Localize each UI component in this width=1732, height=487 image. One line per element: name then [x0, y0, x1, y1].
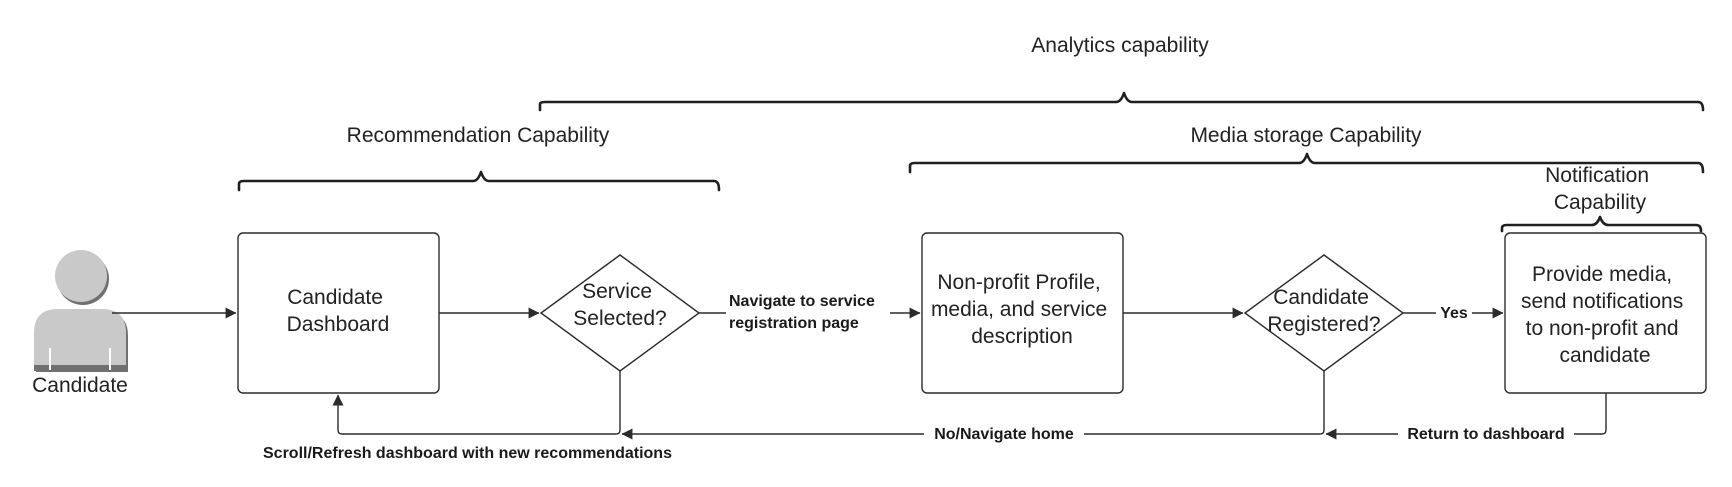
recommendation-capability-label: Recommendation Capability: [347, 124, 610, 147]
provide-media-label: Provide media, send notifications to non…: [1521, 263, 1689, 367]
analytics-brace: [538, 91, 1705, 112]
analytics-capability-label: Analytics capability: [1031, 34, 1209, 57]
service-selected-label: Service Selected?: [573, 280, 666, 330]
yes-edge-label: Yes: [1440, 305, 1468, 322]
return-to-dashboard-arrow: [1325, 393, 1607, 440]
notification-brace: [1500, 215, 1703, 233]
candidate-dashboard-label: Candidate Dashboard: [287, 286, 390, 336]
return-to-dashboard-label: Return to dashboard: [1407, 426, 1564, 443]
navigate-edge-label: Navigate to service registration page: [729, 293, 879, 332]
scroll-refresh-label: Scroll/Refresh dashboard with new recomm…: [263, 445, 672, 462]
recommendation-brace: [237, 170, 721, 192]
candidate-actor-icon: [34, 250, 128, 372]
provide-media-box: [1504, 232, 1707, 394]
notification-capability-label: Notification Capability: [1545, 164, 1655, 214]
no-navigate-home-arrow: [621, 371, 1325, 440]
candidate-actor-label: Candidate: [32, 374, 128, 397]
scroll-refresh-arrow: [332, 371, 621, 435]
no-navigate-home-label: No/Navigate home: [934, 426, 1074, 443]
candidate-registered-label: Candidate Registered?: [1267, 286, 1380, 336]
nonprofit-profile-label: Non-profit Profile, media, and service d…: [931, 271, 1113, 348]
media-storage-brace: [908, 152, 1705, 174]
media-storage-capability-label: Media storage Capability: [1190, 124, 1422, 147]
